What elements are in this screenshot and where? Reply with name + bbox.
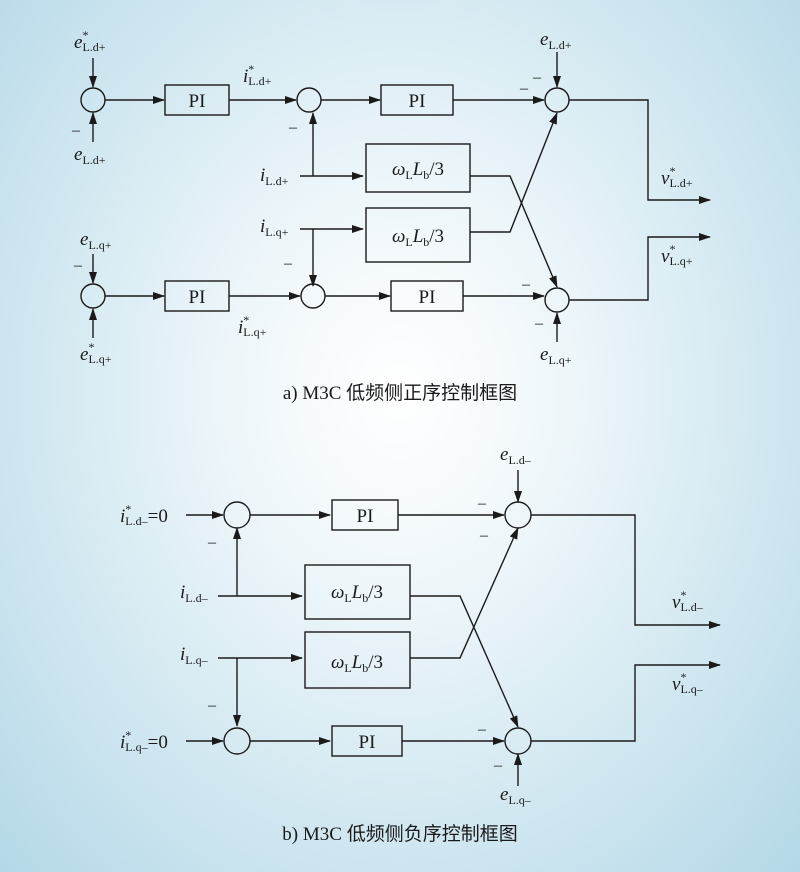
output-sum-d-positive xyxy=(544,87,570,113)
cross-coupling-label: ωLLb/3 xyxy=(331,652,383,675)
minus-sign: – xyxy=(283,255,293,272)
inner-sum-q-positive xyxy=(300,283,326,309)
i-ref-q-negative-label: i*L.q–=0 xyxy=(120,728,168,754)
i-q-negative-label: iL.q– xyxy=(180,644,209,667)
e-fb-q-positive-label: e*L.q+ xyxy=(80,340,112,366)
inner-sum-q-negative xyxy=(223,727,251,755)
e-fb-d-positive-label: eL.d+ xyxy=(74,144,106,167)
minus-sign: – xyxy=(288,119,298,136)
e-ff-q-negative-label: eL.q– xyxy=(500,784,532,807)
e-ff-d-negative-label: eL.d– xyxy=(500,444,532,467)
cross-coupling-block-d-positive xyxy=(365,143,471,193)
minus-sign: – xyxy=(71,122,81,139)
cross-coupling-block-d-negative xyxy=(304,564,411,620)
outer-sum-d-positive xyxy=(80,87,106,113)
minus-sign: – xyxy=(534,315,544,332)
e-ff-q-positive-label: eL.q+ xyxy=(540,344,572,367)
inner-pi-q-positive-label: PI xyxy=(419,287,436,308)
inner-pi-d-positive-label: PI xyxy=(409,91,426,112)
diagram-a-positive-sequence: e*L.d+ – eL.d+ PI i*L.d+ – PI – eL.d+ – … xyxy=(71,28,711,404)
minus-sign: – xyxy=(493,757,503,774)
cross-coupling-block-q-negative xyxy=(304,631,411,689)
output-sum-q-positive xyxy=(544,287,570,313)
outer-pi-d-positive-label: PI xyxy=(189,91,206,112)
minus-sign: – xyxy=(207,697,217,714)
e-ref-q-positive-label: eL.q+ xyxy=(80,229,112,252)
diagram-b-negative-sequence: i*L.d–=0 – PI – eL.d– – v*L.d– iL.d– ωLL… xyxy=(120,444,721,845)
cross-coupling-label: ωLLb/3 xyxy=(392,159,444,182)
caption-b: b) M3C 低频侧负序控制框图 xyxy=(282,823,517,845)
caption-a: a) M3C 低频侧正序控制框图 xyxy=(283,382,517,404)
output-sum-q-negative xyxy=(504,727,532,755)
i-d-negative-label: iL.d– xyxy=(180,582,209,605)
minus-sign: – xyxy=(477,721,487,738)
e-ref-d-positive-label: e*L.d+ xyxy=(74,28,106,54)
pi-q-negative-label: PI xyxy=(359,732,376,753)
minus-sign: – xyxy=(73,257,83,274)
minus-sign: – xyxy=(521,276,531,293)
outer-sum-q-positive xyxy=(80,283,106,309)
inner-sum-d-positive xyxy=(296,87,322,113)
cross-coupling-label: ωLLb/3 xyxy=(331,582,383,605)
minus-sign: – xyxy=(477,495,487,512)
outer-pi-q-positive-label: PI xyxy=(189,287,206,308)
minus-sign: – xyxy=(519,80,529,97)
output-sum-d-negative xyxy=(504,501,532,529)
v-out-q-negative-label: v*L.q– xyxy=(672,670,704,696)
i-d-positive-label: iL.d+ xyxy=(260,165,289,188)
cross-coupling-label: ωLLb/3 xyxy=(392,226,444,249)
cross-coupling-block-q-positive xyxy=(365,207,471,263)
minus-sign: – xyxy=(532,69,542,86)
i-ref-d-negative-label: i*L.d–=0 xyxy=(120,502,168,528)
v-out-d-positive-label: v*L.d+ xyxy=(661,164,693,190)
i-q-positive-label: iL.q+ xyxy=(260,216,289,239)
minus-sign: – xyxy=(207,534,217,551)
i-ref-q-positive-label: i*L.q+ xyxy=(238,313,267,339)
v-out-q-positive-label: v*L.q+ xyxy=(661,242,693,268)
i-ref-d-positive-label: i*L.d+ xyxy=(243,62,272,88)
v-out-d-negative-label: v*L.d– xyxy=(672,588,704,614)
pi-d-negative-label: PI xyxy=(357,506,374,527)
minus-sign: – xyxy=(479,527,489,544)
e-ff-d-positive-label: eL.d+ xyxy=(540,29,572,52)
inner-sum-d-negative xyxy=(223,501,251,529)
